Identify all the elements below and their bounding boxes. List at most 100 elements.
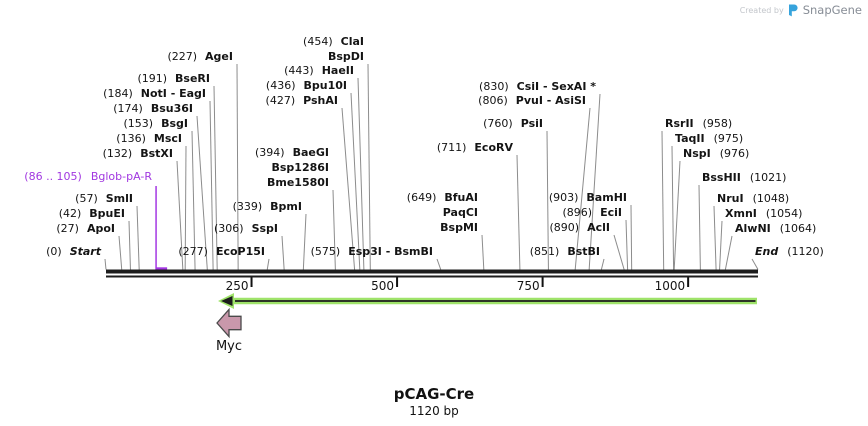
site-label-rsrii[interactable]: RsrII(958) [665,116,732,131]
site-label-nspi[interactable]: NspI(976) [683,146,749,161]
site-label-xmni[interactable]: XmnI(1054) [725,206,802,221]
ruler-number: 750 [516,279,540,293]
site-label-esp3i-bsmbi[interactable]: (575)Esp3I - BsmBI [311,244,433,259]
leader-line [128,220,131,270]
leader-line [698,184,701,270]
primer-name: Bglob-pA-R [90,170,152,183]
site-label-apoi[interactable]: (27)ApoI [56,221,115,236]
site-label-noti-eagi[interactable]: (184)NotI - EagI [103,86,206,101]
site-name: BsgI [161,117,188,130]
site-name: AclI [587,221,610,234]
feature-label-myc[interactable]: Myc [215,339,243,354]
myc-feature-arrow[interactable] [216,307,242,339]
leader-line [213,85,218,270]
site-label-msci[interactable]: (136) MscI [116,131,182,146]
site-name: BspDI [327,50,364,63]
site-name: BpmI [270,200,302,213]
site-name: BfuAI [444,191,478,204]
leader-line [516,154,521,270]
site-position: (132) [102,147,133,160]
leader-line [436,258,442,270]
watermark: Created by SnapGene [740,3,862,17]
map-title: pCAG-Cre [393,385,475,403]
site-name: BpuEI [89,207,125,220]
site-label-bsshii[interactable]: BssHII(1021) [702,170,786,185]
site-label-psii[interactable]: (760)PsiI [483,116,543,131]
site-position: (1021) [749,171,787,184]
primer-label-bglob-pa-r[interactable]: (86 .. 105) Bglob-pA-R [24,169,152,184]
leader-line [751,258,759,270]
site-name: ApoI [86,222,115,235]
site-label-bpu10i[interactable]: (436)Bpu10I [266,78,347,93]
site-name: BstXI [140,147,173,160]
site-position: (896) [562,206,593,219]
leader-line [209,100,214,270]
site-name: CsiI - SexAI * [516,80,596,93]
site-label-nrui[interactable]: NruI (1048) [717,191,789,206]
site-position: (427) [265,94,296,107]
site-label-ecop15i[interactable]: (277)EcoP15I [178,244,265,259]
site-position: (57) [75,192,98,205]
site-label-bseri[interactable]: (191)BseRI [137,71,210,86]
site-label-bsgi[interactable]: (153) BsgI [124,116,189,131]
leader-line [302,213,307,270]
site-label-haeii[interactable]: (443)HaeII [284,63,354,78]
site-position: (153) [123,117,154,130]
site-label-start[interactable]: (0)Start [46,244,101,259]
site-position: (227) [167,50,198,63]
site-position: (42) [58,207,82,220]
site-label-sspi[interactable]: (306)SspI [214,221,278,236]
site-name: MscI [153,132,182,145]
site-label-acli[interactable]: (890)AclI [550,220,611,235]
sequence-line-bottom [106,275,758,278]
leader-line [719,220,723,270]
site-label-bstxi[interactable]: (132) BstXI [103,146,173,161]
site-label-agei[interactable]: (227)AgeI [167,49,233,64]
leader-line [341,107,356,270]
site-position: (136) [116,132,146,145]
site-position: (1048) [752,192,790,205]
leader-line [191,130,196,270]
leader-line [357,77,365,270]
site-name: PaqCI [442,206,478,219]
site-name: BstBI [567,245,600,258]
site-position: (184) [103,87,133,100]
leader-line [661,130,665,270]
site-name: NruI [717,192,744,205]
site-position: (806) [478,94,508,107]
site-position: (339) [232,200,263,213]
site-label-bsu36i[interactable]: (174)Bsu36I [113,101,193,116]
site-label-alwni[interactable]: AlwNI(1064) [735,221,816,236]
site-label-end[interactable]: End(1120) [755,244,824,259]
site-label-pshai[interactable]: (427)PshAI [266,93,338,108]
site-label-bstbi[interactable]: (851)BstBI [530,244,600,259]
site-label-taqii[interactable]: TaqII(975) [675,131,743,146]
site-label-smli[interactable]: (57) SmlI [75,191,133,206]
site-label-bpmi[interactable]: (339) BpmI [233,199,302,214]
site-position: (443) [284,64,314,77]
site-name: PsiI [520,117,543,130]
site-label-csii-sexai[interactable]: (830)CsiI - SexAI * [479,79,596,94]
leader-line [671,145,675,270]
watermark-created-by: Created by [739,5,784,15]
site-name: EciI [600,206,622,219]
site-name: Bpu10I [303,79,348,92]
site-name: SmlI [105,192,133,205]
leader-line [625,219,629,270]
site-label-bpuei[interactable]: (42) BpuEI [59,206,125,221]
site-label-ecorv[interactable]: (711)EcoRV [437,140,513,155]
site-label-pvui-asisi[interactable]: (806)PvuI - AsiSI [478,93,586,108]
site-name: SspI [251,222,278,235]
site-label-bamhi[interactable]: (903)BamHI [549,190,627,205]
leader-line [136,205,140,270]
sequence-line-top [106,269,758,274]
site-position: (975) [713,132,744,145]
primer-position: (86 .. 105) [24,170,82,183]
site-label-ecii[interactable]: (896) EciI [563,205,623,220]
